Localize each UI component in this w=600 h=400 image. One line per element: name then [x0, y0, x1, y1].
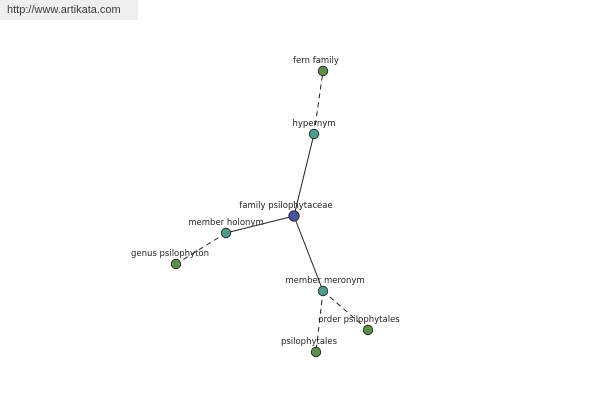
watermark-text: http://www.artikata.com	[7, 4, 121, 16]
node-label-fern: fern family	[293, 56, 339, 66]
watermark-banner: http://www.artikata.com	[0, 0, 138, 20]
edge-hypernym-fern	[313, 70, 324, 135]
edge-center-meronym	[293, 215, 324, 292]
labels-layer: family psilophytaceae hypernym member holo…	[131, 56, 400, 347]
node-center[interactable]	[288, 210, 300, 222]
node-label-meronym: member meronym	[285, 276, 364, 286]
node-fern[interactable]	[317, 65, 329, 77]
edge-center-holonym	[225, 215, 295, 234]
node-label-genus: genus psilophyton	[131, 249, 209, 259]
node-label-hypernym: hypernym	[292, 119, 335, 129]
node-holonym[interactable]	[220, 227, 232, 239]
edge-meronym-psilophytales	[315, 290, 324, 353]
node-label-psilophytales: psilophytales	[281, 337, 338, 347]
edge-meronym-order	[322, 290, 369, 331]
edge-holonym-genus	[175, 232, 227, 265]
nodes-layer	[170, 65, 374, 358]
node-hypernym[interactable]	[308, 128, 320, 140]
node-label-order: order psilophytales	[318, 315, 400, 325]
node-order[interactable]	[362, 324, 374, 336]
node-meronym[interactable]	[317, 285, 329, 297]
edge-center-hypernym	[293, 133, 315, 217]
node-genus[interactable]	[170, 258, 182, 270]
edges-layer	[175, 70, 369, 353]
node-label-center: family psilophytaceae	[239, 201, 332, 211]
node-psilophytales[interactable]	[310, 346, 322, 358]
node-label-holonym: member holonym	[188, 218, 263, 228]
